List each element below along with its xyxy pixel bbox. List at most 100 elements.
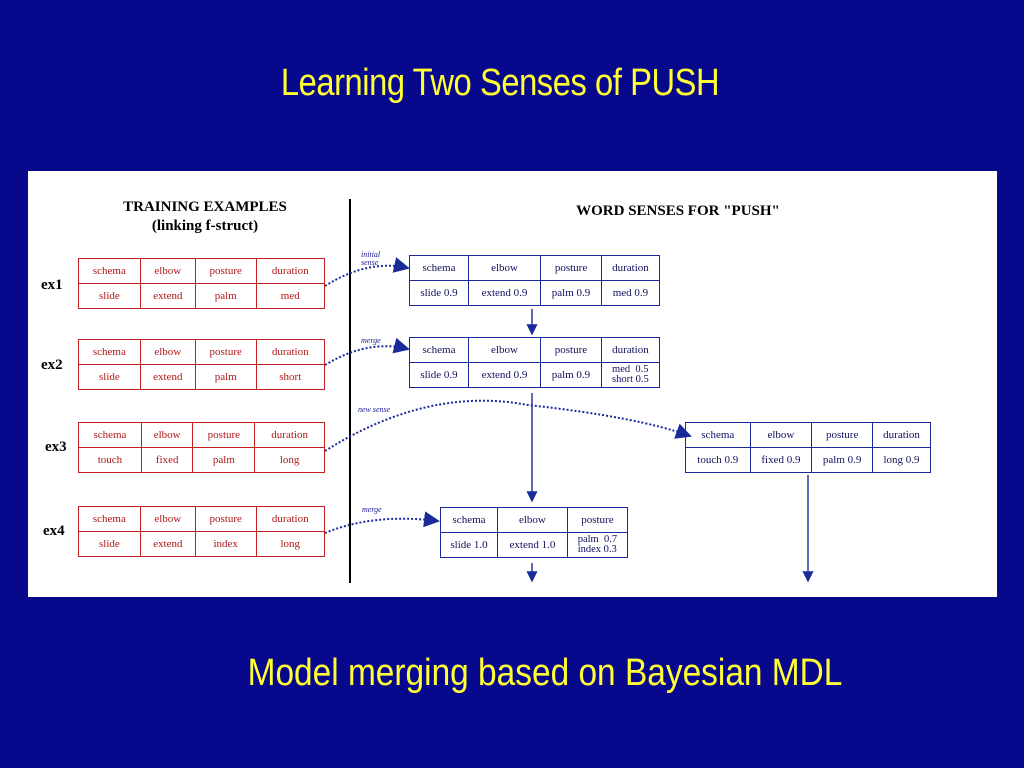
table-row: schema elbow posture duration (78, 339, 326, 365)
table-cell: palm 0.7 index 0.3 (566, 532, 629, 558)
table-cell: long (254, 447, 325, 473)
arrow-merge1 (324, 337, 410, 366)
table-cell: slide 1.0 (439, 532, 499, 558)
table-cell: touch (78, 447, 142, 473)
table-cell: slide (78, 364, 141, 390)
table-cell: elbow (139, 506, 196, 532)
table-cell: posture (540, 255, 602, 281)
table-row: schema elbow posture duration (409, 337, 661, 363)
table-cell: extend 0.9 (467, 362, 542, 388)
annotation-merge: merge (361, 336, 381, 345)
table-cell: schema (78, 339, 141, 365)
table-cell: duration (254, 422, 325, 448)
table-cell: slide 0.9 (409, 280, 469, 306)
table-cell: fixed (140, 447, 194, 473)
duration-distribution: med 0.5 short 0.5 (612, 364, 649, 385)
table-cell: duration (255, 258, 326, 284)
diagram-lines (324, 199, 814, 583)
table-row: schema elbow posture duration (78, 258, 326, 284)
annotation-initial-sense: initial sense (361, 250, 381, 267)
table-cell: long 0.9 (872, 447, 931, 473)
slide-subtitle: Model merging based on Bayesian MDL (247, 652, 843, 694)
table-cell: palm (194, 364, 257, 390)
training-table-ex3: schema elbow posture duration touch fixe… (78, 422, 325, 473)
arrow-initial (324, 257, 410, 287)
table-cell: extend (139, 283, 196, 309)
training-table-ex4: schema elbow posture duration slide exte… (78, 506, 326, 557)
slide-title: Learning Two Senses of PUSH (280, 62, 720, 104)
sense-table-3: schema elbow posture duration touch 0.9 … (685, 422, 931, 473)
table-cell: palm 0.9 (540, 280, 602, 306)
table-cell: elbow (467, 255, 542, 281)
table-row: touch fixed palm long (78, 447, 325, 473)
table-cell: long (255, 531, 326, 557)
table-cell: elbow (139, 258, 196, 284)
table-cell: slide (78, 283, 141, 309)
sense-table-2: schema elbow posture duration slide 0.9 … (409, 337, 661, 388)
table-cell: touch 0.9 (685, 447, 751, 473)
table-row: schema elbow posture duration (685, 422, 931, 448)
annotation-new-sense: new sense (358, 405, 391, 414)
table-cell: schema (78, 258, 141, 284)
table-cell: extend (139, 364, 196, 390)
table-row: schema elbow posture duration (409, 255, 661, 281)
example-label: ex2 (41, 357, 63, 373)
table-cell: extend 1.0 (497, 532, 568, 558)
sense-table-4: schema elbow posture slide 1.0 extend 1.… (439, 507, 629, 558)
table-cell: posture (194, 258, 257, 284)
table-cell: med 0.5 short 0.5 (600, 362, 661, 388)
table-cell: palm (194, 283, 257, 309)
table-cell: palm 0.9 (811, 447, 874, 473)
table-cell: schema (409, 255, 469, 281)
training-heading: TRAINING EXAMPLES (linking f-struct) (123, 199, 287, 234)
table-cell: palm (192, 447, 256, 473)
table-cell: elbow (749, 422, 813, 448)
table-cell: posture (194, 506, 257, 532)
table-cell: med 0.9 (600, 280, 661, 306)
table-row: slide 1.0 extend 1.0 palm 0.7 index 0.3 (439, 532, 629, 558)
table-cell: schema (685, 422, 751, 448)
table-cell: duration (255, 339, 326, 365)
table-cell: posture (192, 422, 256, 448)
table-cell: extend (139, 531, 196, 557)
sense-table-1: schema elbow posture duration slide 0.9 … (409, 255, 661, 306)
table-cell: posture (811, 422, 874, 448)
senses-heading: WORD SENSES FOR "PUSH" (576, 203, 780, 219)
table-cell: schema (78, 506, 141, 532)
table-cell: palm 0.9 (540, 362, 602, 388)
arrow-merge2 (324, 511, 440, 534)
table-cell: fixed 0.9 (749, 447, 813, 473)
table-cell: duration (600, 337, 661, 363)
table-cell: extend 0.9 (467, 280, 542, 306)
table-row: slide extend palm short (78, 364, 326, 390)
table-row: schema elbow posture duration (78, 422, 325, 448)
training-table-ex2: schema elbow posture duration slide exte… (78, 339, 326, 390)
table-row: slide extend palm med (78, 283, 326, 309)
example-label: ex1 (41, 277, 63, 293)
annotation-merge: merge (362, 505, 382, 514)
table-cell: slide (78, 531, 141, 557)
table-row: schema elbow posture (439, 507, 629, 533)
table-cell: short (255, 364, 326, 390)
table-cell: schema (78, 422, 142, 448)
posture-distribution: palm 0.7 index 0.3 (577, 534, 618, 555)
push-senses-figure: TRAINING EXAMPLES (linking f-struct) WOR… (28, 171, 997, 597)
table-cell: duration (872, 422, 931, 448)
table-cell: posture (566, 507, 629, 533)
table-row: schema elbow posture duration (78, 506, 326, 532)
table-cell: elbow (497, 507, 568, 533)
table-cell: posture (540, 337, 602, 363)
table-cell: slide 0.9 (409, 362, 469, 388)
example-label: ex4 (43, 523, 65, 539)
table-cell: posture (194, 339, 257, 365)
table-cell: duration (600, 255, 661, 281)
table-cell: index (194, 531, 257, 557)
table-row: touch 0.9 fixed 0.9 palm 0.9 long 0.9 (685, 447, 931, 473)
training-table-ex1: schema elbow posture duration slide exte… (78, 258, 326, 309)
table-cell: elbow (467, 337, 542, 363)
table-cell: elbow (140, 422, 194, 448)
table-row: slide 0.9 extend 0.9 palm 0.9 med 0.5 sh… (409, 362, 661, 388)
table-row: slide extend index long (78, 531, 326, 557)
table-cell: med (255, 283, 326, 309)
example-label: ex3 (45, 439, 67, 455)
